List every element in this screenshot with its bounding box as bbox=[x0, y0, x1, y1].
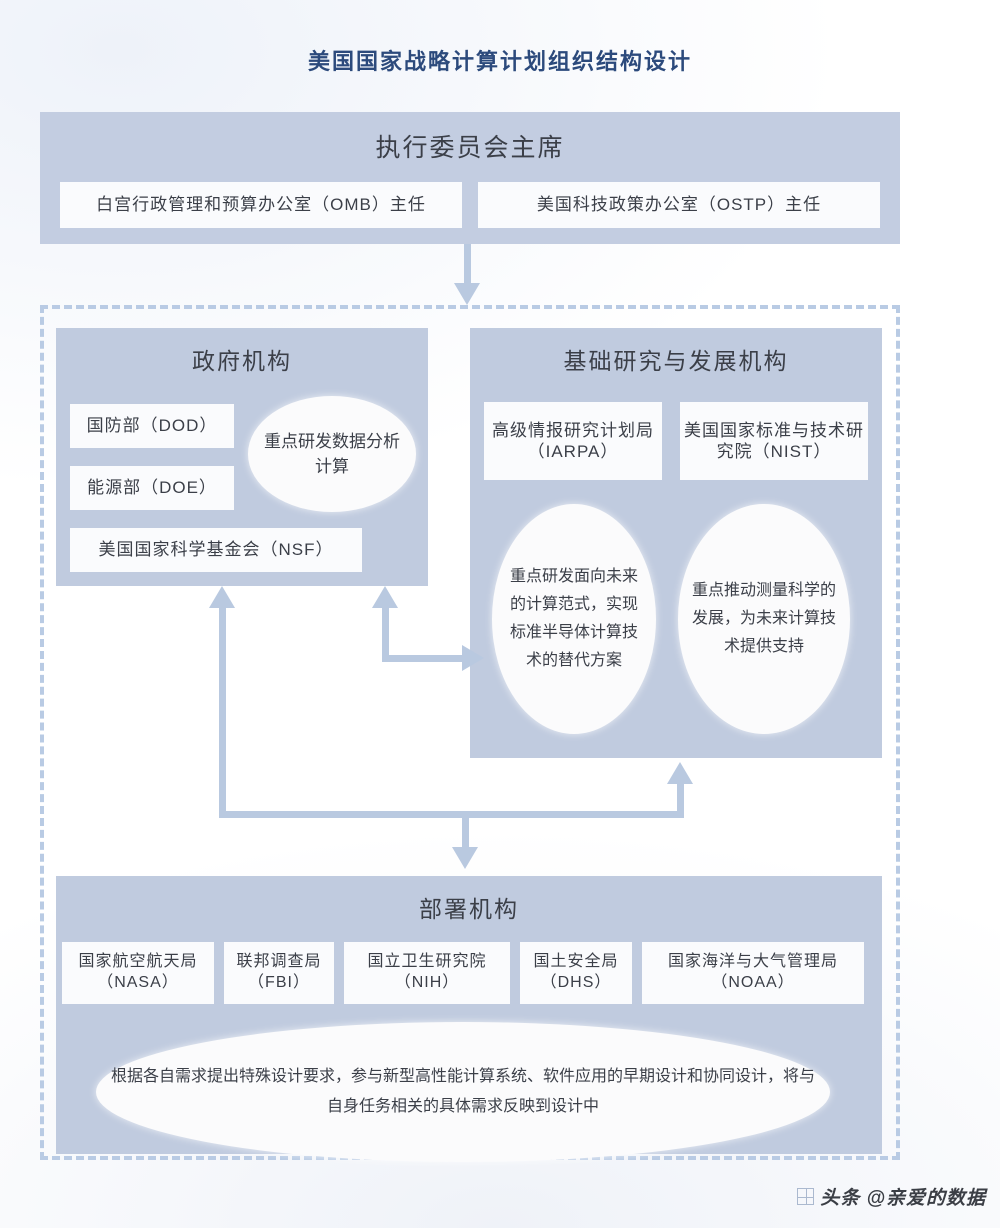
research-focus-note-2: 重点推动测量科学的发展，为未来计算技术提供支持 bbox=[678, 504, 850, 734]
executive-member-ostp[interactable]: 美国科技政策办公室（OSTP）主任 bbox=[478, 182, 880, 228]
agency-chip-iarpa[interactable]: 高级情报研究计划局（IARPA） bbox=[484, 402, 662, 480]
agency-chip-nasa[interactable]: 国家航空航天局（NASA） bbox=[62, 942, 214, 1004]
research-focus-note-1-text: 重点研发面向未来的计算范式，实现标准半导体计算技术的替代方案 bbox=[509, 568, 638, 669]
arrow-government-up-2-icon bbox=[372, 586, 398, 608]
research-focus-note-2-text: 重点推动测量科学的发展，为未来计算技术提供支持 bbox=[692, 582, 837, 655]
deployment-agencies-heading: 部署机构 bbox=[419, 896, 519, 922]
agency-chip-noaa[interactable]: 国家海洋与大气管理局（NOAA） bbox=[642, 942, 864, 1004]
government-focus-note: 重点研发数据分析计算 bbox=[248, 396, 416, 512]
arrow-executive-down-icon bbox=[454, 283, 480, 305]
arrow-research-up-icon bbox=[667, 762, 693, 784]
agency-chip-nist[interactable]: 美国国家标准与技术研究院（NIST） bbox=[680, 402, 868, 480]
executive-committee-heading: 执行委员会主席 bbox=[375, 134, 565, 162]
connector-bottom-bus-horizontal bbox=[219, 811, 684, 818]
agency-chip-fbi[interactable]: 联邦调查局（FBI） bbox=[224, 942, 334, 1004]
agency-chip-dod[interactable]: 国防部（DOD） bbox=[70, 404, 234, 448]
agency-chip-doe[interactable]: 能源部（DOE） bbox=[70, 466, 234, 510]
connector-bus-to-deployment-vertical bbox=[462, 811, 469, 849]
research-focus-note-1: 重点研发面向未来的计算范式，实现标准半导体计算技术的替代方案 bbox=[492, 504, 656, 734]
government-agencies-heading: 政府机构 bbox=[192, 348, 292, 374]
deployment-agency-row: 国家航空航天局（NASA） 联邦调查局（FBI） 国立卫生研究院（NIH） 国土… bbox=[62, 942, 876, 1004]
connector-research-to-government-vertical bbox=[382, 606, 389, 662]
executive-committee-panel: 执行委员会主席 白宫行政管理和预算办公室（OMB）主任 美国科技政策办公室（OS… bbox=[40, 112, 900, 244]
agency-chip-dhs[interactable]: 国土安全局（DHS） bbox=[520, 942, 632, 1004]
arrow-government-up-icon bbox=[209, 586, 235, 608]
arrow-deployment-down-icon bbox=[452, 847, 478, 869]
connector-bus-to-research-vertical bbox=[677, 782, 684, 818]
government-focus-note-text: 重点研发数据分析计算 bbox=[264, 431, 400, 477]
connector-deploy-to-government-vertical bbox=[219, 606, 226, 818]
connector-executive-to-group bbox=[464, 244, 471, 286]
executive-member-omb[interactable]: 白宫行政管理和预算办公室（OMB）主任 bbox=[60, 182, 462, 228]
arrow-research-right-icon bbox=[462, 645, 484, 671]
watermark: 头条 @亲爱的数据 bbox=[797, 1183, 986, 1210]
connector-government-to-research-horizontal bbox=[382, 655, 464, 662]
research-agencies-heading: 基础研究与发展机构 bbox=[563, 348, 789, 374]
grid-icon bbox=[797, 1188, 815, 1205]
executive-member-row: 白宫行政管理和预算办公室（OMB）主任 美国科技政策办公室（OSTP）主任 bbox=[60, 182, 880, 228]
watermark-text: 头条 @亲爱的数据 bbox=[820, 1188, 986, 1209]
page-title: 美国国家战略计算计划组织结构设计 bbox=[307, 50, 692, 75]
agency-chip-nsf[interactable]: 美国国家科学基金会（NSF） bbox=[70, 528, 362, 572]
deployment-focus-note: 根据各自需求提出特殊设计要求，参与新型高性能计算系统、软件应用的早期设计和协同设… bbox=[96, 1022, 830, 1162]
agency-chip-nih[interactable]: 国立卫生研究院（NIH） bbox=[344, 942, 510, 1004]
deployment-focus-note-text: 根据各自需求提出特殊设计要求，参与新型高性能计算系统、软件应用的早期设计和协同设… bbox=[110, 1068, 815, 1115]
